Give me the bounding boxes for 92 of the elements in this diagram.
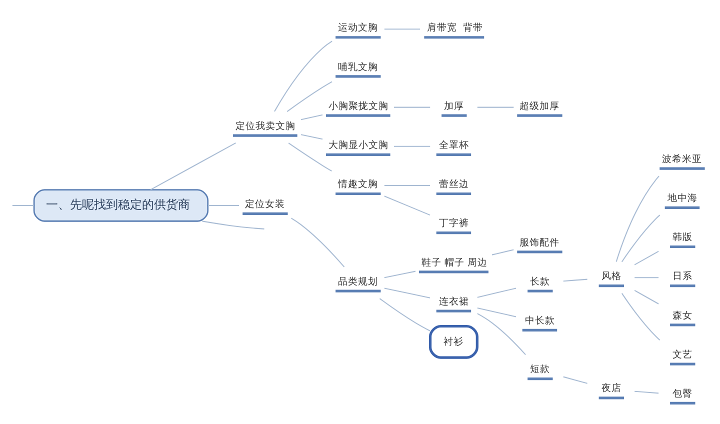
node-box bbox=[233, 134, 298, 137]
node-box bbox=[436, 310, 472, 312]
node-box bbox=[336, 36, 381, 39]
node-box bbox=[522, 328, 558, 332]
node-box bbox=[442, 114, 467, 117]
connector bbox=[384, 28, 420, 30]
node-box bbox=[336, 290, 381, 292]
node-label: 中长款 bbox=[524, 315, 555, 326]
node-box bbox=[528, 290, 553, 292]
node-box bbox=[670, 402, 696, 404]
node-label: 情趣文胸 bbox=[338, 179, 378, 190]
connector bbox=[12, 204, 34, 206]
connector bbox=[634, 290, 659, 304]
node-label: 加厚 bbox=[444, 100, 464, 112]
connector bbox=[621, 293, 660, 341]
node-label: 丁字裤 bbox=[438, 218, 469, 230]
node-label: 短款 bbox=[530, 364, 550, 376]
connector bbox=[291, 218, 345, 268]
connector bbox=[492, 249, 514, 256]
node-label: 韩版 bbox=[672, 232, 693, 244]
node-box bbox=[517, 114, 562, 117]
connector bbox=[384, 270, 416, 278]
node-label: 大胸显小文胸 bbox=[328, 140, 389, 151]
connector bbox=[384, 288, 430, 298]
node-box bbox=[664, 206, 700, 209]
node-label: 全罩杯 bbox=[438, 140, 469, 151]
connector bbox=[384, 184, 430, 186]
node-box: 一、先呢找到稳定的供货商 bbox=[33, 189, 209, 222]
node-label: 超级加厚 bbox=[520, 100, 560, 112]
node-label: 夜店 bbox=[601, 383, 622, 394]
connector bbox=[634, 277, 659, 278]
node-label: 肩带宽 背带 bbox=[426, 22, 483, 34]
connector bbox=[477, 106, 514, 108]
connector bbox=[394, 146, 430, 147]
connector bbox=[208, 204, 239, 206]
node-box bbox=[660, 167, 705, 170]
node-label: 连衣裙 bbox=[438, 296, 469, 308]
connector bbox=[477, 307, 516, 318]
node-label: 蕾丝边 bbox=[438, 179, 469, 190]
connector bbox=[286, 81, 332, 112]
connector bbox=[634, 250, 659, 266]
node-box bbox=[336, 75, 381, 78]
node-box bbox=[436, 153, 472, 156]
node-box bbox=[528, 378, 553, 380]
node-box bbox=[326, 153, 390, 156]
node-box bbox=[670, 245, 696, 248]
node-label: 小胸聚拢文胸 bbox=[328, 100, 389, 112]
node-box bbox=[598, 396, 624, 400]
node-box bbox=[242, 212, 288, 216]
node-label: 波希米亚 bbox=[662, 154, 702, 165]
connector bbox=[300, 114, 323, 120]
node-label: 包臀 bbox=[672, 388, 693, 400]
node-label: 定位我卖文胸 bbox=[236, 120, 296, 132]
node-box bbox=[436, 232, 472, 234]
connector bbox=[384, 196, 430, 216]
node-box bbox=[598, 284, 624, 288]
node-box bbox=[336, 192, 381, 196]
node-label: 文艺 bbox=[672, 349, 693, 360]
node-box: 衬衫 bbox=[428, 324, 478, 359]
connector bbox=[563, 376, 588, 384]
node-label: 哺乳文胸 bbox=[338, 62, 378, 73]
node-box bbox=[670, 362, 696, 366]
connector bbox=[274, 40, 332, 112]
node-label: 长款 bbox=[530, 276, 550, 288]
connector bbox=[288, 142, 332, 172]
node-label: 鞋子 帽子 周边 bbox=[422, 257, 488, 268]
connector bbox=[616, 176, 660, 262]
connector bbox=[477, 313, 526, 356]
node-label: 地中海 bbox=[667, 192, 698, 204]
connector bbox=[202, 220, 264, 230]
connector bbox=[394, 106, 430, 108]
node-label: 定位女装 bbox=[245, 199, 286, 210]
node-box bbox=[418, 270, 488, 274]
node-box bbox=[326, 114, 390, 117]
node-label: 森女 bbox=[672, 310, 693, 322]
connector bbox=[477, 288, 516, 298]
node-box bbox=[670, 324, 696, 326]
node-label: 风格 bbox=[601, 271, 622, 282]
node-box bbox=[517, 250, 562, 254]
node-label: 运动文胸 bbox=[338, 22, 378, 34]
connector bbox=[634, 390, 659, 394]
connector bbox=[379, 298, 430, 332]
connector bbox=[563, 278, 588, 282]
connector bbox=[300, 134, 323, 140]
node-label: 品类规划 bbox=[338, 276, 378, 288]
node-label: 服饰配件 bbox=[520, 237, 560, 248]
connector bbox=[621, 214, 660, 262]
node-label: 日系 bbox=[672, 271, 693, 282]
connector bbox=[150, 142, 236, 190]
node-box bbox=[670, 284, 696, 288]
node-box bbox=[436, 192, 472, 196]
node-box bbox=[424, 36, 484, 39]
